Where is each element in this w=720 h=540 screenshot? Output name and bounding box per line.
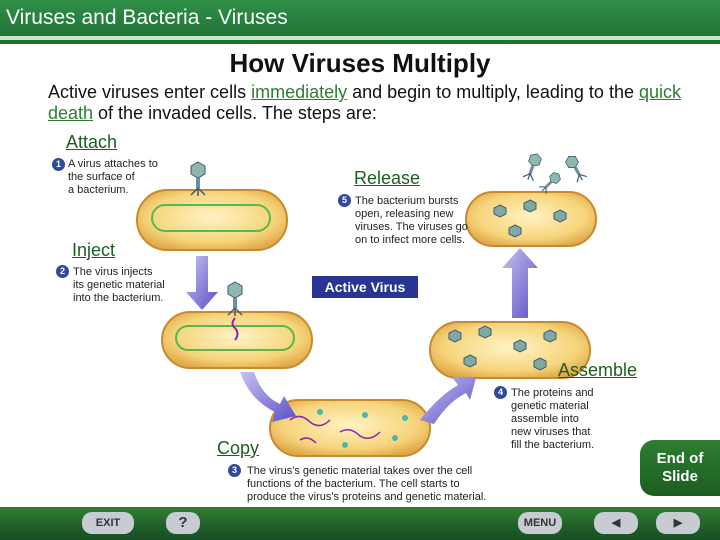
step-number-2: 2: [56, 265, 69, 278]
step-number-3: 3: [228, 464, 241, 477]
prev-button[interactable]: ◀: [594, 512, 638, 534]
active-virus-label: Active Virus: [312, 276, 418, 298]
step-label-attach[interactable]: Attach: [66, 132, 118, 152]
header-title: Viruses and Bacteria - Viruses: [6, 6, 288, 29]
next-button[interactable]: ▶: [656, 512, 700, 534]
menu-button[interactable]: MENU: [518, 512, 562, 534]
header-stripe: [0, 36, 720, 40]
step-label-inject[interactable]: Inject: [72, 240, 116, 260]
step-label-assemble[interactable]: Assemble: [558, 360, 638, 380]
keyword-quick-death[interactable]: quick death: [48, 82, 681, 123]
cell-attach: [136, 189, 288, 251]
cell-inject: [161, 311, 313, 369]
header-bar: Viruses and Bacteria - Viruses: [0, 0, 720, 44]
arrow-copy-to-assemble: [420, 377, 476, 424]
step-label-copy[interactable]: Copy: [217, 438, 260, 458]
arrow-inject-to-copy: [240, 372, 296, 422]
slide-title: How Viruses Multiply: [229, 48, 491, 78]
cell-copy: [269, 399, 431, 457]
step-label-release[interactable]: Release: [354, 168, 421, 188]
intro-text: Active viruses enter cells immediately a…: [48, 82, 681, 123]
step-desc-copy: The virus's genetic material takes over …: [247, 465, 487, 503]
keyword-immediately[interactable]: immediately: [251, 82, 348, 102]
step-number-1: 1: [52, 158, 65, 171]
virus-icon-inject: [227, 281, 243, 317]
arrow-attach-to-inject: [186, 256, 218, 310]
help-button[interactable]: ?: [166, 512, 200, 534]
arrow-assemble-to-release: [502, 248, 538, 318]
exit-button[interactable]: EXIT: [82, 512, 134, 534]
step-number-5: 5: [338, 194, 351, 207]
step-number-4: 4: [494, 386, 507, 399]
